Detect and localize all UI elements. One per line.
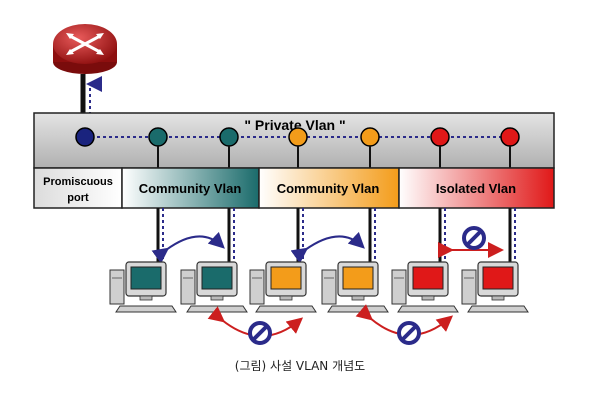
community-vlan-a-box <box>121 167 260 209</box>
switch-title: " Private Vlan " <box>244 117 345 133</box>
drop-links <box>156 208 516 262</box>
isolated-port-knob <box>430 127 450 147</box>
computer-community-b-1 <box>249 261 317 313</box>
community-vlan-b-label: Community Vlan <box>277 181 380 196</box>
community-b-port-knob <box>360 127 380 147</box>
isolated-vlan-box <box>398 167 555 209</box>
community-a-allowed-arrow <box>151 231 225 264</box>
port-knobs <box>75 127 520 147</box>
promiscuous-label-line2: port <box>67 192 89 204</box>
figure-caption: (그림) 사설 VLAN 개념도 <box>234 359 366 373</box>
community-vlan-b-box <box>258 167 400 209</box>
community-vlan-a-label: Community Vlan <box>139 181 242 196</box>
promiscuous-label-line1: Promiscuous <box>43 176 113 188</box>
computer-community-b-2 <box>321 261 389 313</box>
community-a-port-knob <box>219 127 239 147</box>
router-icon <box>53 24 117 74</box>
computer-community-a-1 <box>109 261 177 313</box>
computer-isolated-2 <box>461 261 529 313</box>
promiscuous-port-knob <box>75 127 95 147</box>
computer-community-a-2 <box>180 261 248 313</box>
no-entry-icon <box>397 321 421 345</box>
no-entry-icon <box>462 226 486 250</box>
isolated-port-knob <box>500 127 520 147</box>
community-b-port-knob <box>288 127 308 147</box>
computers <box>109 261 529 313</box>
community-b-allowed-arrow <box>290 231 365 264</box>
isolated-vlan-label: Isolated Vlan <box>436 181 516 196</box>
community-a-port-knob <box>148 127 168 147</box>
no-entry-icon <box>248 321 272 345</box>
computer-isolated-1 <box>391 261 459 313</box>
promiscuous-port-box <box>33 167 123 209</box>
